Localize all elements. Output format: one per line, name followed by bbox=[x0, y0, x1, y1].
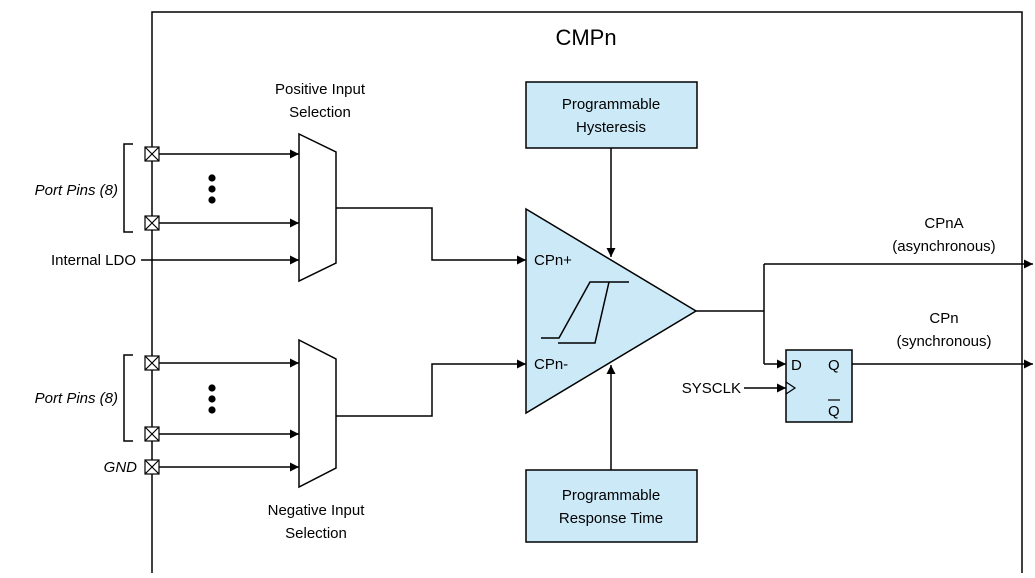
negative-input-mux bbox=[298, 338, 337, 489]
gnd-pin-icon bbox=[144, 459, 160, 475]
hysteresis-box bbox=[525, 81, 698, 149]
negative-mux-label-line2: Selection bbox=[285, 525, 347, 542]
comparator-triangle bbox=[525, 207, 698, 415]
sync-output-desc: (synchronous) bbox=[896, 333, 991, 350]
port-pin-bottom-8-icon bbox=[144, 426, 160, 442]
positive-mux-label-line2: Selection bbox=[289, 104, 351, 121]
block-title: CMPn bbox=[555, 25, 616, 50]
positive-input-mux bbox=[298, 132, 337, 283]
ellipsis-top-icon bbox=[208, 174, 216, 204]
port-pins-top-label: Port Pins (8) bbox=[35, 182, 118, 199]
clock-input-icon bbox=[785, 381, 797, 395]
sysclk-label: SYSCLK bbox=[682, 380, 741, 397]
port-pins-bottom-label: Port Pins (8) bbox=[35, 390, 118, 407]
hysteresis-line2: Hysteresis bbox=[576, 119, 646, 136]
comparator-plus-label: CPn+ bbox=[534, 252, 572, 269]
gnd-label: GND bbox=[104, 459, 138, 476]
hysteresis-line1: Programmable bbox=[562, 96, 660, 113]
internal-ldo-label: Internal LDO bbox=[51, 252, 136, 269]
port-pins-top-bracket bbox=[123, 143, 133, 233]
ff-d-label: D bbox=[791, 357, 802, 374]
port-pin-top-1-icon bbox=[144, 146, 160, 162]
ellipsis-bottom-icon bbox=[208, 384, 216, 414]
comparator-minus-label: CPn- bbox=[534, 356, 568, 373]
response-time-line1: Programmable bbox=[562, 487, 660, 504]
cmpn-boundary bbox=[151, 11, 1023, 573]
positive-mux-label-line1: Positive Input bbox=[275, 81, 366, 98]
async-output-desc: (asynchronous) bbox=[892, 238, 995, 255]
port-pins-bottom-bracket bbox=[123, 354, 133, 442]
port-pin-top-8-icon bbox=[144, 215, 160, 231]
response-time-line2: Response Time bbox=[559, 510, 663, 527]
async-output-name: CPnA bbox=[924, 215, 963, 232]
sync-output-name: CPn bbox=[929, 310, 958, 327]
ff-q-label: Q bbox=[828, 357, 840, 374]
response-time-box bbox=[525, 469, 698, 543]
hysteresis-curve-icon bbox=[541, 281, 629, 344]
port-pin-bottom-1-icon bbox=[144, 355, 160, 371]
d-flip-flop bbox=[785, 349, 853, 423]
ff-qbar-label: Q bbox=[828, 403, 840, 420]
negative-mux-label-line1: Negative Input bbox=[268, 502, 366, 519]
